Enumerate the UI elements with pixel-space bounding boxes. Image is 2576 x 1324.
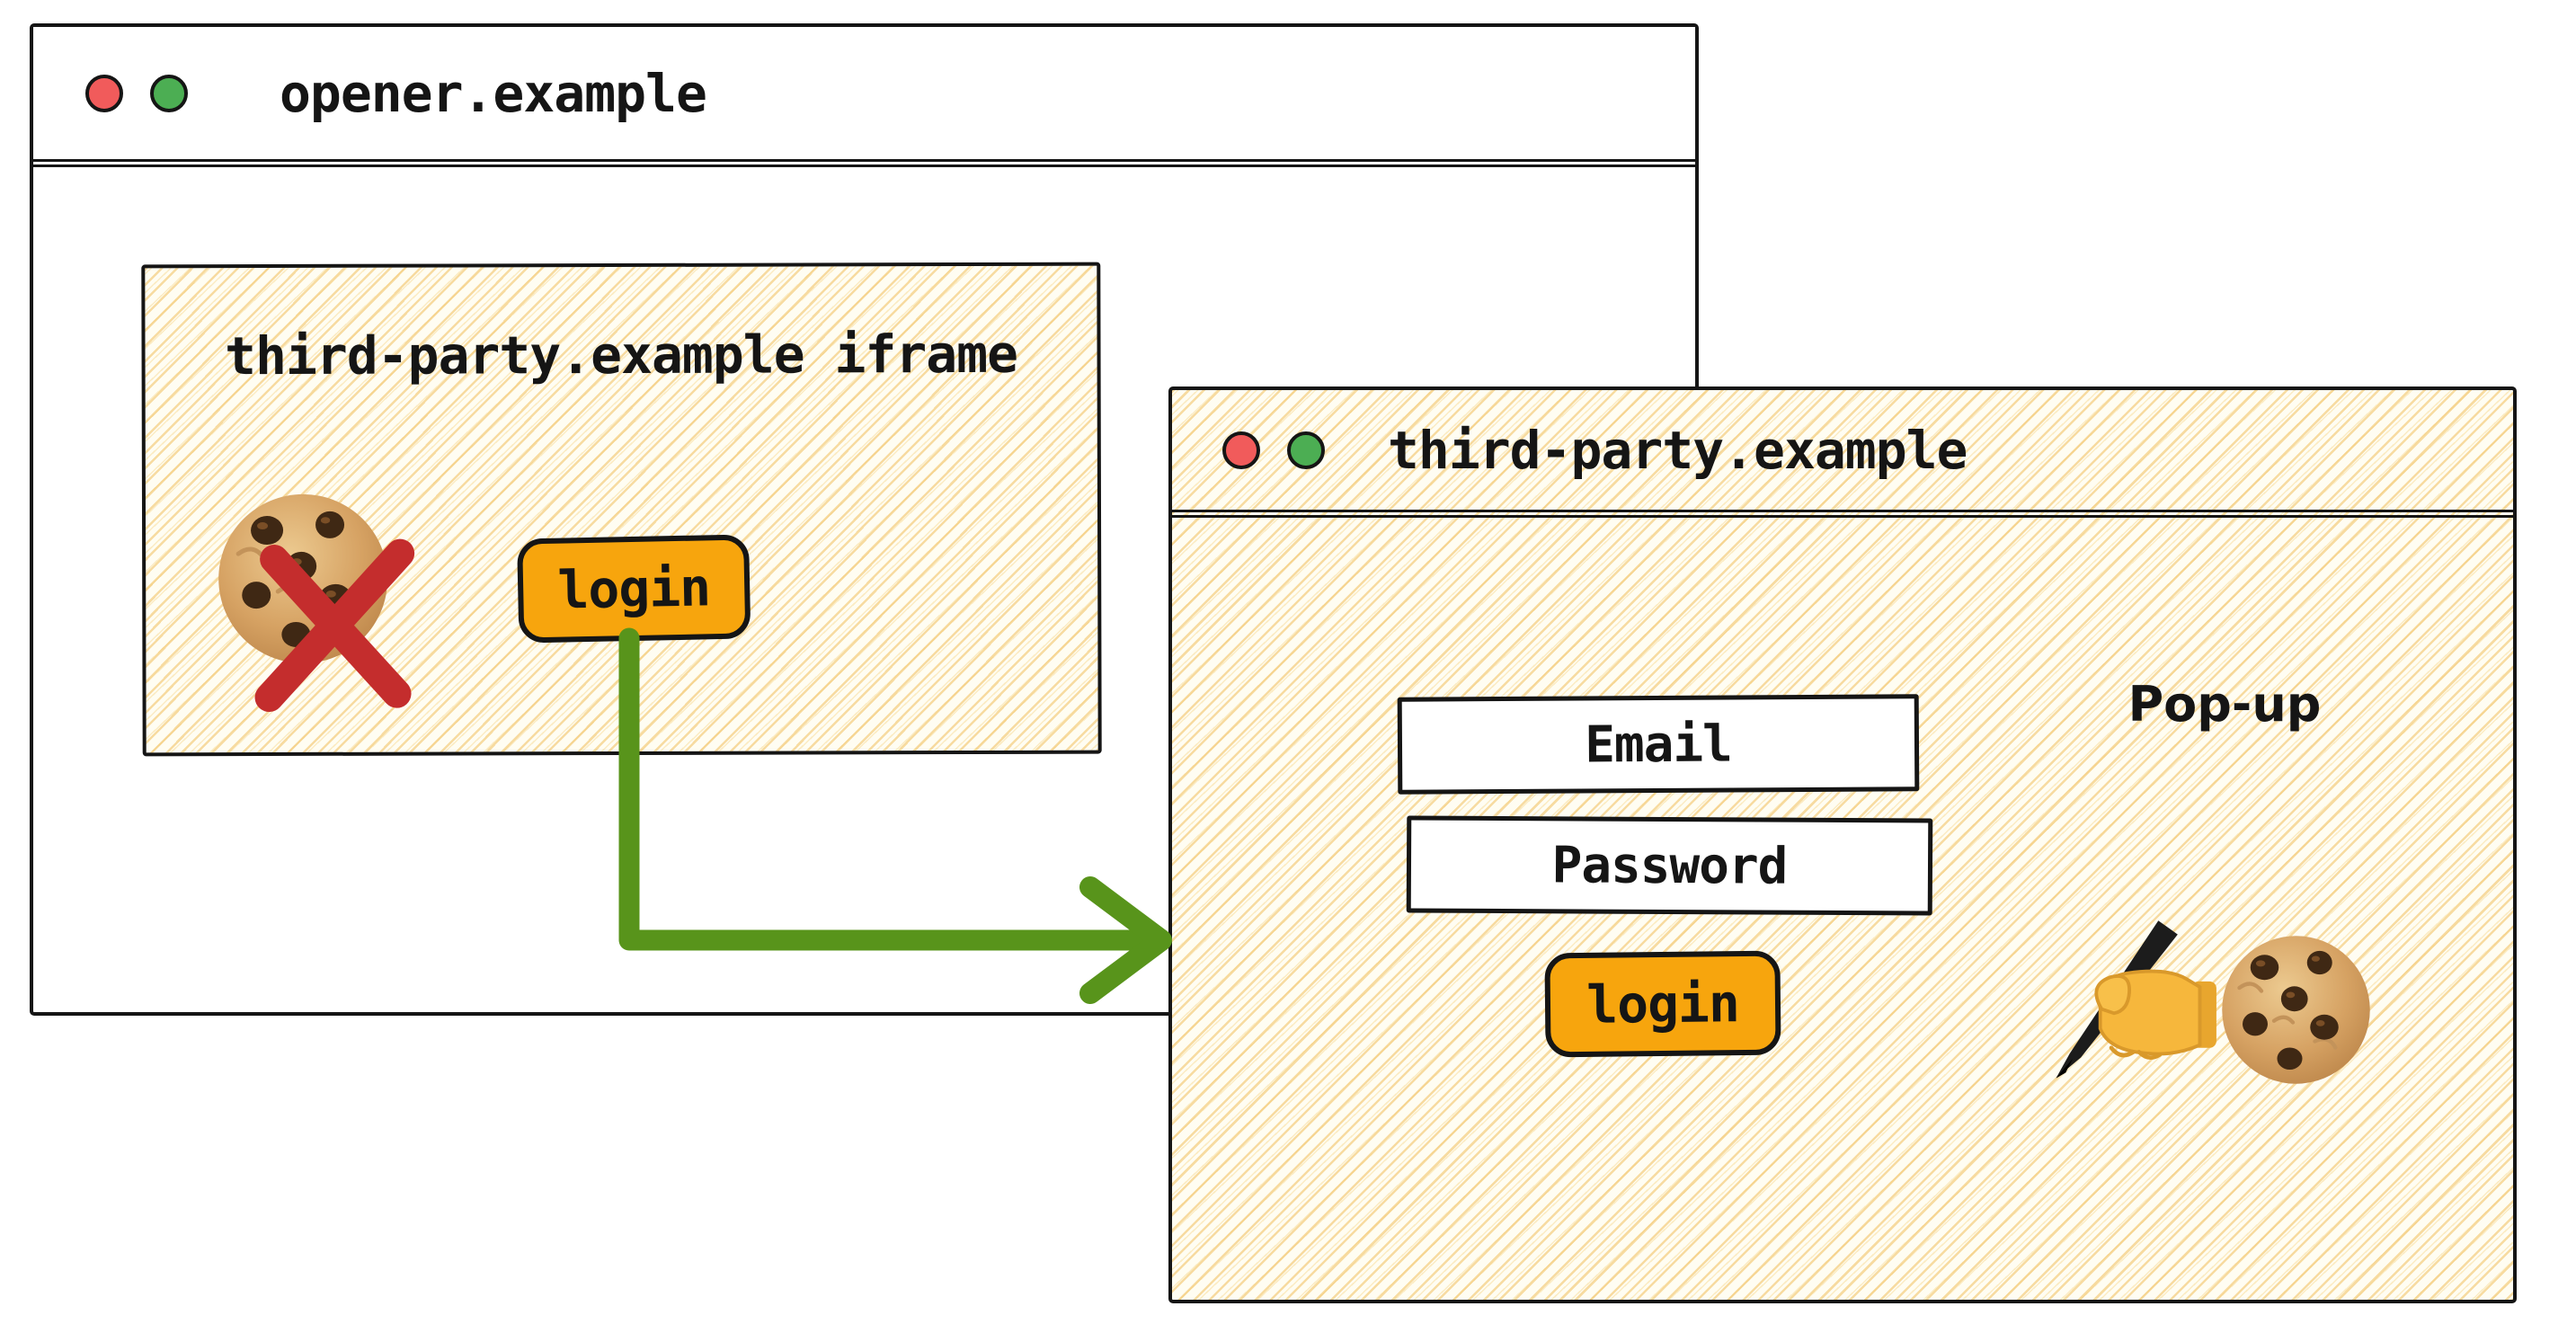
minimize-button-icon[interactable] bbox=[1287, 431, 1325, 469]
close-button-icon[interactable] bbox=[1222, 431, 1260, 469]
iframe-login-button[interactable]: login bbox=[517, 534, 751, 644]
blocked-cross-icon bbox=[235, 536, 436, 716]
popup-annotation: Pop-up bbox=[2127, 676, 2322, 733]
opener-window-title: opener.example bbox=[280, 62, 707, 124]
writing-hand-icon bbox=[2039, 916, 2219, 1091]
popup-login-button[interactable]: login bbox=[1544, 950, 1781, 1058]
popup-titlebar: third-party.example bbox=[1172, 390, 2513, 518]
close-button-icon[interactable] bbox=[85, 74, 123, 112]
password-field[interactable]: Password bbox=[1406, 815, 1933, 916]
popup-window-title: third-party.example bbox=[1388, 419, 1968, 481]
minimize-button-icon[interactable] bbox=[150, 74, 188, 112]
popup-window: third-party.example Pop-up Email Passwor… bbox=[1168, 387, 2517, 1303]
opener-titlebar: opener.example bbox=[33, 27, 1695, 167]
third-party-iframe: third-party.example iframe bbox=[141, 262, 1102, 757]
iframe-label: third-party.example iframe bbox=[225, 323, 1018, 387]
blocked-cookie-group bbox=[213, 488, 511, 723]
email-field[interactable]: Email bbox=[1397, 694, 1920, 795]
cookie-icon bbox=[2217, 931, 2375, 1089]
